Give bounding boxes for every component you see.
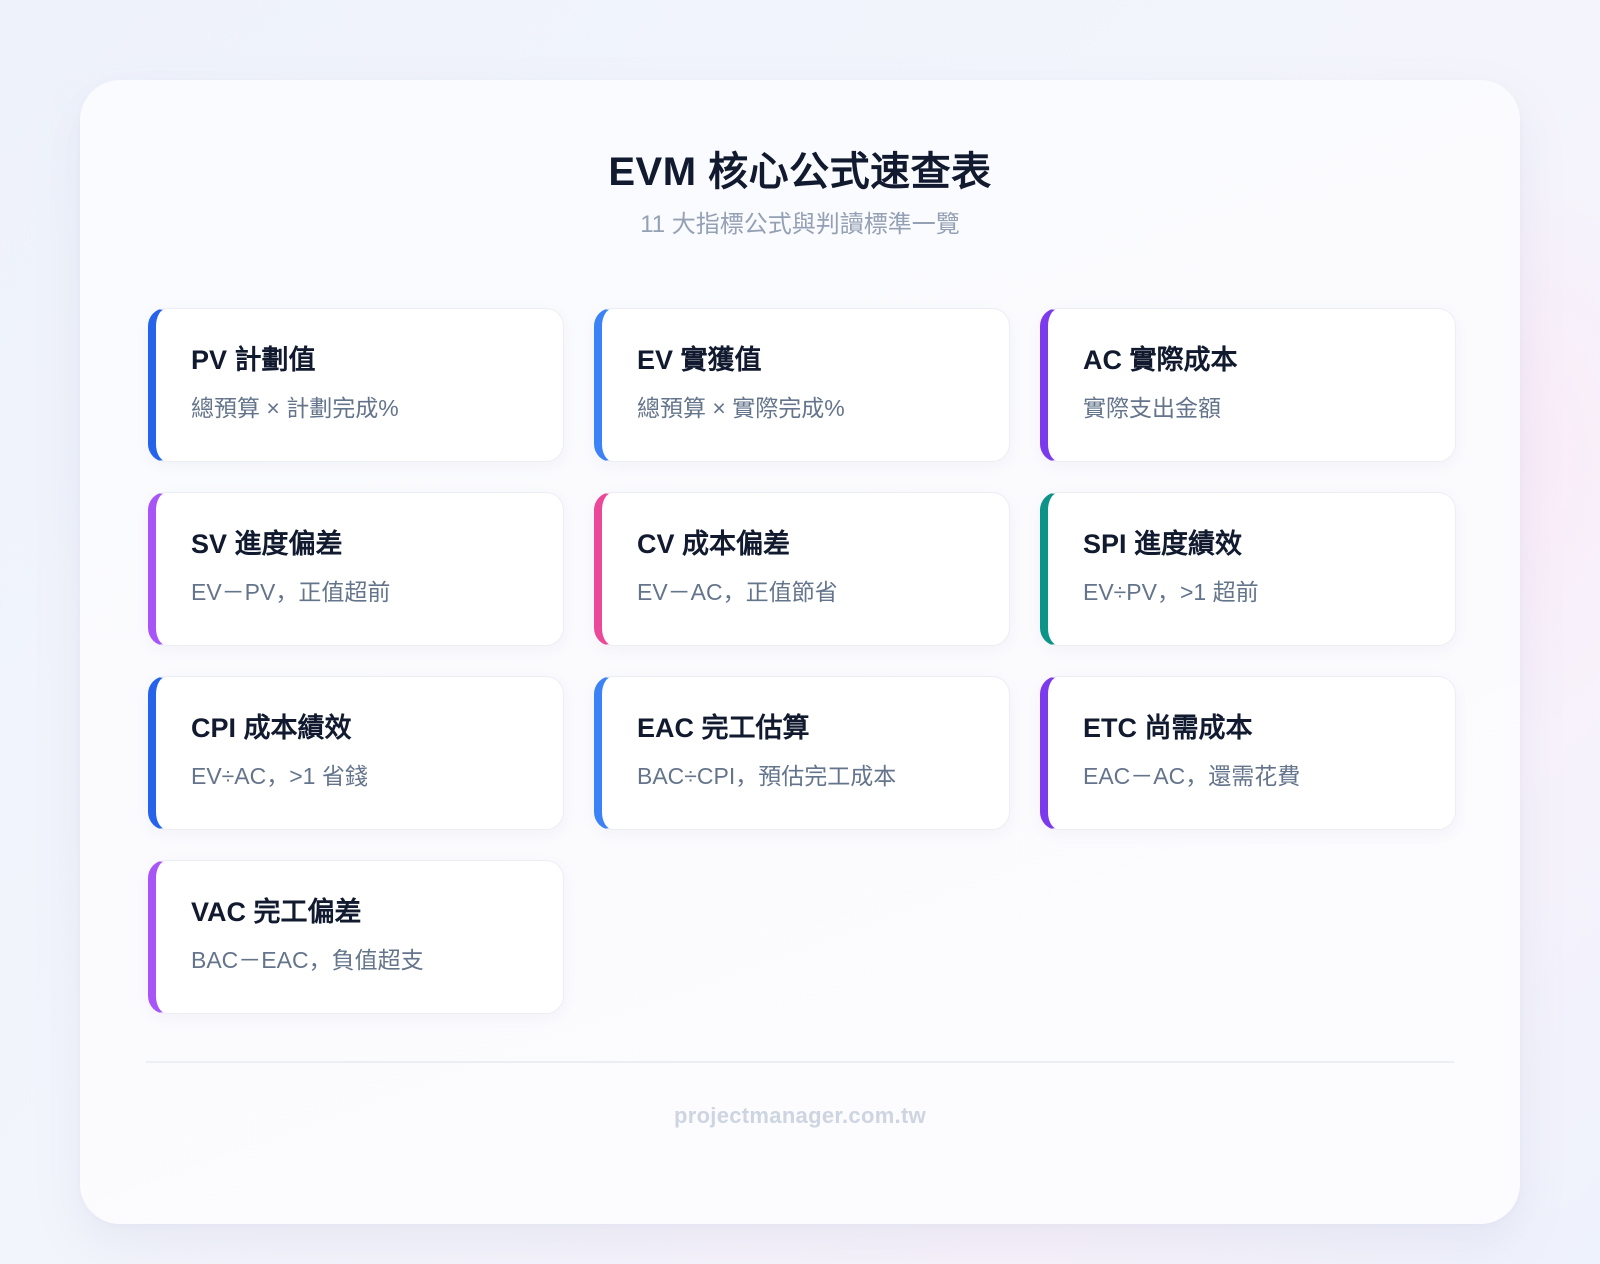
card-description: EV－PV，正值超前 <box>191 579 391 605</box>
card-title: AC 實際成本 <box>1083 345 1238 375</box>
formula-card-cpi: CPI 成本績效 EV÷AC，>1 省錢 <box>148 676 564 830</box>
card-title: EV 實獲值 <box>637 345 762 375</box>
card-description: EV÷AC，>1 省錢 <box>191 763 368 789</box>
formula-card-cv: CV 成本偏差 EV－AC，正值節省 <box>594 492 1010 646</box>
card-title: CPI 成本績效 <box>191 713 352 743</box>
formula-card-pv: PV 計劃值 總預算 × 計劃完成% <box>148 308 564 462</box>
formula-card-spi: SPI 進度績效 EV÷PV，>1 超前 <box>1040 492 1456 646</box>
cheatsheet-panel: EVM 核心公式速查表 11 大指標公式與判讀標準一覽 PV 計劃值 總預算 ×… <box>80 80 1520 1224</box>
card-description: EV－AC，正值節省 <box>637 579 838 605</box>
card-title: EAC 完工估算 <box>637 713 810 743</box>
card-title: ETC 尚需成本 <box>1083 713 1253 743</box>
formula-card-eac: EAC 完工估算 BAC÷CPI，預估完工成本 <box>594 676 1010 830</box>
card-description: BAC÷CPI，預估完工成本 <box>637 763 897 789</box>
formula-card-etc: ETC 尚需成本 EAC－AC，還需花費 <box>1040 676 1456 830</box>
formula-card-ev: EV 實獲值 總預算 × 實際完成% <box>594 308 1010 462</box>
card-title: PV 計劃值 <box>191 345 316 375</box>
card-title: SV 進度偏差 <box>191 529 343 559</box>
card-description: EV÷PV，>1 超前 <box>1083 579 1259 605</box>
card-description: 總預算 × 計劃完成% <box>191 395 399 421</box>
card-title: CV 成本偏差 <box>637 529 791 559</box>
page-subtitle: 11 大指標公式與判讀標準一覽 <box>640 211 960 238</box>
header: EVM 核心公式速查表 11 大指標公式與判讀標準一覽 <box>80 148 1520 240</box>
card-title: VAC 完工偏差 <box>191 897 362 927</box>
card-description: BAC－EAC，負值超支 <box>191 947 424 973</box>
formula-card-ac: AC 實際成本 實際支出金額 <box>1040 308 1456 462</box>
footer-divider <box>146 1061 1454 1063</box>
card-title: SPI 進度績效 <box>1083 529 1243 559</box>
formula-card-sv: SV 進度偏差 EV－PV，正值超前 <box>148 492 564 646</box>
formula-card-vac: VAC 完工偏差 BAC－EAC，負值超支 <box>148 860 564 1014</box>
card-description: 實際支出金額 <box>1083 395 1221 421</box>
page-title: EVM 核心公式速查表 <box>608 150 992 194</box>
footer-site-text: projectmanager.com.tw <box>673 1103 927 1128</box>
formula-grid: PV 計劃值 總預算 × 計劃完成% EV 實獲值 總預算 × 實際完成% AC… <box>148 308 1456 1014</box>
card-description: 總預算 × 實際完成% <box>637 395 845 421</box>
card-description: EAC－AC，還需花費 <box>1083 763 1301 789</box>
